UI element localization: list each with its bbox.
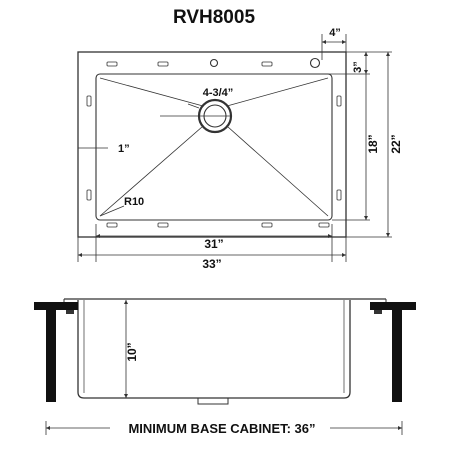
outer-flange-outline	[77, 51, 347, 238]
top-right-width-label: 4”	[329, 27, 341, 39]
cabinet-walls	[34, 302, 416, 402]
outer-depth-label: 22”	[389, 134, 403, 153]
left-cabinet-top-icon	[34, 302, 78, 310]
outer-width-label: 33”	[202, 257, 221, 271]
bowl-depth-label: 10”	[125, 342, 139, 361]
dim-top-right	[321, 34, 347, 60]
side-offset-label: 1”	[118, 143, 130, 155]
inner-bowl-outline	[95, 73, 333, 221]
drain-size-label: 4-3/4”	[203, 87, 234, 99]
sink-side-view	[63, 298, 387, 405]
inner-depth-label: 18”	[366, 134, 380, 153]
dim-cabinet	[45, 421, 403, 435]
left-cabinet-wall-icon	[46, 310, 56, 402]
right-cabinet-top-icon	[370, 302, 416, 310]
sink-top-view: 4-3/4” 1” R10	[77, 51, 347, 238]
dim-right-vertical	[322, 51, 392, 238]
tap-offset-label: 3”	[352, 61, 364, 73]
dim-bottom-horizontal	[77, 224, 347, 262]
inner-width-label: 31”	[204, 237, 223, 251]
mounting-clips	[86, 61, 342, 228]
corner-radius-label: R10	[124, 196, 144, 208]
top-hole-icon	[209, 58, 219, 68]
drawing-title: RVH8005	[173, 7, 255, 28]
cabinet-size-label: MINIMUM BASE CABINET: 36”	[128, 421, 315, 436]
drain	[160, 98, 233, 134]
slope-lines	[99, 77, 329, 217]
right-cabinet-wall-icon	[392, 310, 402, 402]
faucet-hole-icon	[309, 57, 321, 69]
